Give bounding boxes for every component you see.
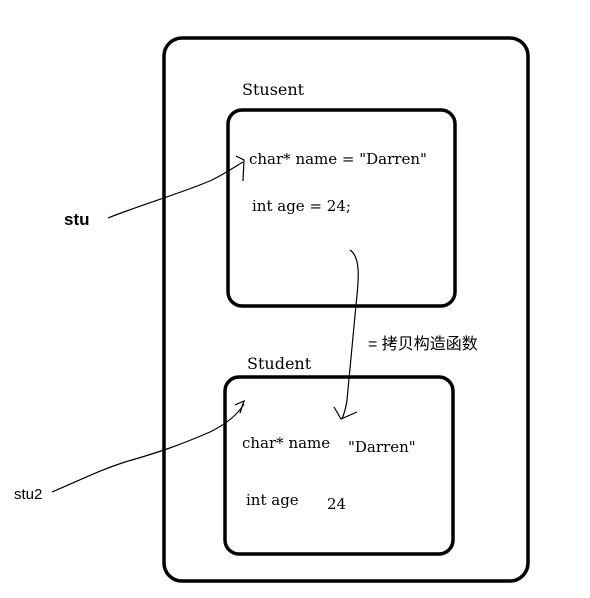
copy-constructor-arrow xyxy=(341,249,359,420)
bottom-field-name-label: char* name xyxy=(242,434,330,452)
top-field-age: int age = 24; xyxy=(252,197,351,215)
bottom-field-name-value: "Darren" xyxy=(348,438,416,456)
top-field-name: char* name = "Darren" xyxy=(249,150,427,168)
stu2-pointer-arrow xyxy=(51,403,245,493)
stu2-pointer-arrowhead xyxy=(234,399,245,414)
stu2-label: stu2 xyxy=(14,486,42,503)
bottom-field-age-label: int age xyxy=(246,491,299,509)
top-object-box xyxy=(226,108,457,308)
stu-pointer-arrowhead xyxy=(235,155,245,182)
stu-label: stu xyxy=(64,210,90,229)
bottom-box-title: Student xyxy=(247,354,312,373)
top-box-title: Stusent xyxy=(242,80,305,99)
copy-constructor-label: = 拷贝构造函数 xyxy=(368,335,478,353)
outer-container-box xyxy=(162,36,530,583)
copy-constructor-arrowhead xyxy=(333,406,358,420)
stu-pointer-arrow xyxy=(107,161,244,219)
bottom-object-box xyxy=(223,375,455,556)
bottom-field-age-value: 24 xyxy=(327,495,346,513)
